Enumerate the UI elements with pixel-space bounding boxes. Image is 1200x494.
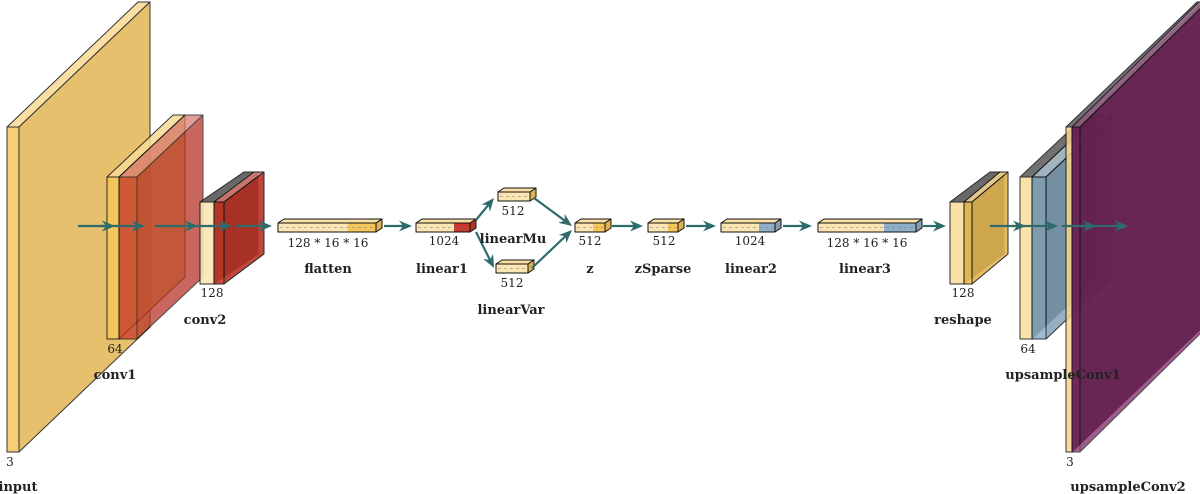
dim-conv1: 64 — [107, 342, 123, 356]
arrow-conv1-conv1b — [100, 220, 145, 232]
arrow-linearVar-z — [531, 230, 572, 269]
layer-boxes — [6, 1, 1200, 453]
label-flatten: flatten — [304, 262, 352, 277]
dim-linear2: 1024 — [735, 234, 766, 248]
dim-conv2: 128 — [201, 286, 224, 300]
box-linear3 — [817, 218, 923, 233]
label-linearMu: linearMu — [480, 232, 547, 247]
label-conv2: conv2 — [184, 313, 227, 328]
arrow-linear1-linearMu — [475, 198, 494, 221]
arrow-linear1-linearVar — [475, 231, 494, 268]
dim-zSparse: 512 — [653, 234, 676, 248]
edges — [78, 197, 1128, 269]
label-upsampleConv1: upsampleConv1 — [1005, 368, 1120, 383]
arrow-zSparse-linear2 — [686, 220, 716, 232]
box-linearMu — [497, 187, 537, 202]
label-upsampleConv2: upsampleConv2 — [1070, 480, 1185, 494]
box-zSparse — [647, 218, 685, 233]
box-flatten — [277, 218, 383, 233]
dim-upsampleConv2: 3 — [1066, 455, 1074, 469]
dim-flatten: 128 * 16 * 16 — [288, 236, 369, 250]
box-conv2-b — [213, 171, 265, 285]
box-reshape-b — [963, 171, 1009, 285]
arrow-conv2-flatten — [236, 220, 272, 232]
arrow-conv2-inner — [196, 220, 232, 232]
label-input: input — [0, 480, 37, 494]
label-zSparse: zSparse — [635, 262, 692, 277]
label-linearVar: linearVar — [477, 303, 544, 318]
dim-input: 3 — [6, 455, 14, 469]
dim-linearMu: 512 — [502, 204, 525, 218]
arrow-linearMu-z — [533, 197, 572, 226]
box-linear1 — [415, 218, 477, 233]
box-z — [574, 218, 612, 233]
arrow-linear3-reshape — [923, 220, 946, 232]
label-conv1: conv1 — [94, 368, 137, 383]
label-reshape: reshape — [934, 313, 992, 328]
arrow-z-zSparse — [612, 220, 643, 232]
dim-upsampleConv1: 64 — [1020, 342, 1036, 356]
box-upsampleConv2-b — [1071, 1, 1200, 453]
label-z: z — [586, 262, 593, 277]
label-linear2: linear2 — [725, 262, 777, 277]
box-linearVar — [495, 259, 535, 274]
box-linear2 — [720, 218, 782, 233]
arrow-flatten-linear1 — [384, 220, 412, 232]
arrow-conv1-conv2 — [155, 220, 198, 232]
dim-linear3: 128 * 16 * 16 — [827, 236, 908, 250]
arrow-upsampleConv2-inner — [1080, 220, 1128, 232]
dim-linear1: 1024 — [429, 234, 460, 248]
label-linear1: linear1 — [416, 262, 468, 277]
dim-linearVar: 512 — [501, 276, 524, 290]
arrow-linear2-linear3 — [783, 220, 812, 232]
dim-z: 512 — [579, 234, 602, 248]
label-linear3: linear3 — [839, 262, 891, 277]
dim-reshape: 128 — [952, 286, 975, 300]
arrow-upsampleConv1-inner — [1012, 220, 1058, 232]
